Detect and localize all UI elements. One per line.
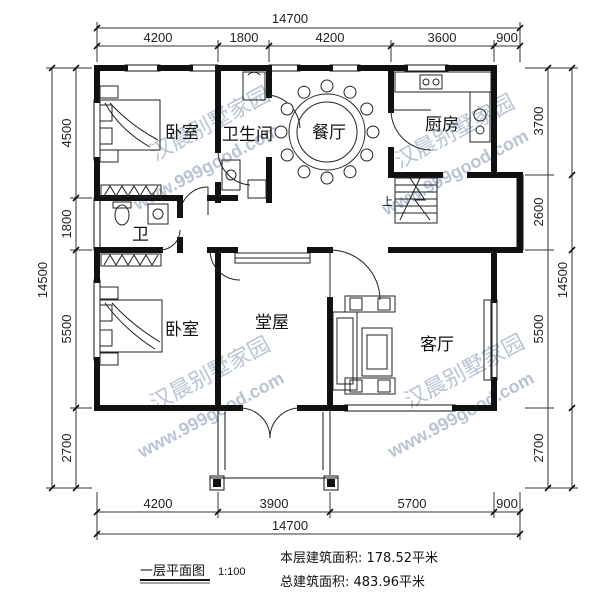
sofa-set (332, 295, 493, 395)
dining-chair (297, 85, 311, 99)
kitchen-fixtures (394, 71, 492, 143)
dim-right-total: 14500 (555, 262, 570, 298)
dining-chair (274, 125, 288, 139)
dim-top-4: 3600 (428, 30, 457, 45)
dim-left-1: 4500 (59, 119, 74, 148)
bed-bottom (99, 253, 163, 366)
dim-top-2: 1800 (230, 30, 259, 45)
hall-cabinet (234, 252, 311, 264)
dim-top-1: 4200 (144, 30, 173, 45)
room-hall: 堂屋 (255, 313, 289, 333)
stairs (394, 177, 438, 224)
dim-left-2: 1800 (59, 210, 74, 239)
dining-chair (343, 165, 357, 179)
dining-chair (343, 85, 357, 99)
dim-left-4: 2700 (59, 434, 74, 463)
dim-right-3: 5500 (531, 315, 546, 344)
stair-up-label: 上 (382, 195, 393, 208)
total-area: 总建筑面积: 483.96平米 (280, 574, 425, 590)
dim-left-total: 14500 (35, 262, 50, 298)
wc-fixtures (112, 201, 169, 226)
dim-bottom-1: 4200 (144, 496, 173, 511)
plan-scale: 1:100 (218, 566, 246, 578)
room-kitchen: 厨房 (425, 115, 459, 135)
bathroom-fixtures (221, 71, 267, 199)
dim-top-total: 14700 (272, 11, 308, 26)
dim-left-3: 5500 (59, 315, 74, 344)
dim-top-5: 900 (496, 30, 518, 45)
dimension-ticks (48, 24, 576, 538)
dim-right-1: 3700 (531, 107, 546, 136)
dimension-lines (46, 22, 578, 540)
dining-chair (360, 148, 374, 162)
bed-top (99, 85, 162, 198)
dim-right-4: 2700 (531, 434, 546, 463)
room-bathroom: 卫生间 (222, 125, 273, 145)
room-dining: 餐厅 (312, 123, 346, 143)
room-bedroom-bottom: 卧室 (165, 320, 199, 340)
dim-right-2: 2600 (531, 198, 546, 227)
room-living: 客厅 (420, 335, 454, 355)
room-wc: 卫 (132, 225, 149, 245)
floor-area: 本层建筑面积: 178.52平米 (280, 550, 438, 566)
dining-chairs (274, 79, 380, 185)
dining-chair (366, 125, 380, 139)
walls (94, 65, 523, 411)
dining-chair (360, 102, 374, 116)
dim-bottom-total: 14700 (272, 518, 308, 533)
dim-bottom-3: 5700 (398, 496, 427, 511)
dining-chair (320, 171, 334, 185)
room-bedroom-top: 卧室 (165, 123, 199, 143)
dim-bottom-2: 3900 (260, 496, 289, 511)
dining-chair (280, 102, 294, 116)
dim-bottom-4: 900 (496, 496, 518, 511)
dim-top-3: 4200 (316, 30, 345, 45)
front-porch (209, 408, 339, 491)
door-swings (159, 94, 432, 439)
dining-chair (320, 79, 334, 93)
dining-chair (280, 148, 294, 162)
dining-table (288, 93, 366, 171)
dining-chair (297, 165, 311, 179)
plan-title: 一层平面图 (140, 564, 205, 579)
